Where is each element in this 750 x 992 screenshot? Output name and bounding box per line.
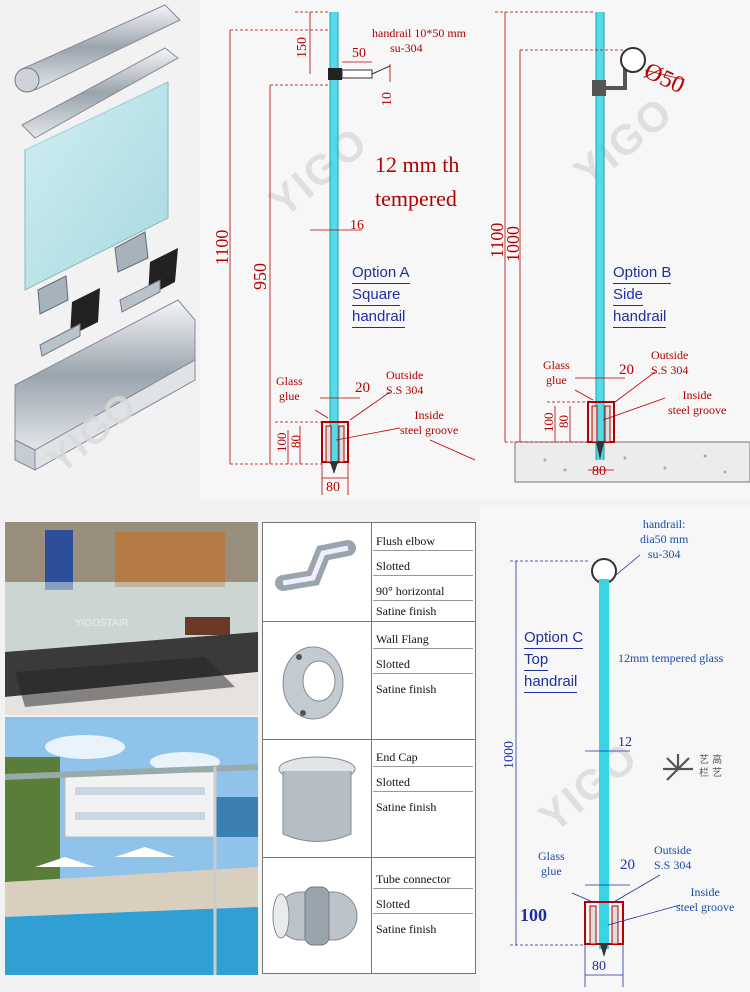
dim-glass-height: 950	[250, 263, 270, 290]
option-a-inside: Inside steel groove	[400, 408, 459, 437]
dim-glass-height: 1000	[503, 226, 523, 262]
base-shoe-channel	[14, 299, 196, 471]
dim-groove-gap: 20	[619, 362, 634, 378]
option-c-inside: Inside steel groove	[676, 885, 735, 914]
option-b-inside: Inside steel groove	[668, 388, 727, 417]
dim-base-height: 100	[520, 905, 547, 925]
fitting-line: Slotted	[373, 772, 473, 792]
option-a-glass-glue: Glass glue	[276, 374, 303, 403]
round-tube-rail	[14, 4, 181, 93]
option-a-glass-note: 12 mm th tempered	[375, 152, 460, 211]
fitting-line: Satine finish	[376, 922, 437, 936]
tube-connector-icon	[263, 857, 372, 973]
option-c-lines	[510, 554, 681, 987]
dim-glass-thickness: 12	[618, 735, 632, 750]
dim-glass-height: 1000	[502, 741, 517, 769]
option-b-lines	[495, 11, 750, 483]
exploded-components-illustration	[14, 4, 196, 471]
fitting-line: Slotted	[373, 556, 473, 576]
option-c-title: Option C Top handrail	[524, 627, 584, 693]
fitting-line: Flush elbow	[373, 531, 473, 551]
company-logo: 艺 高 栏 艺	[661, 752, 741, 792]
fitting-row: Wall Flang Slotted Satine finish	[263, 621, 475, 740]
option-c-glass-note: 12mm tempered glass	[618, 651, 724, 665]
dim-rail-height: 10	[380, 92, 395, 106]
flat-handrail	[21, 47, 179, 139]
dim-glass-thickness: 16	[350, 218, 364, 233]
pool-glass-railing-photo	[4, 717, 259, 975]
dim-base-height: 100	[541, 412, 556, 433]
glass-panel	[24, 80, 172, 291]
option-b-glass-glue: Glass glue	[543, 358, 570, 387]
option-c-glass-glue: Glass glue	[538, 849, 565, 878]
fitting-row: End Cap Slotted Satine finish	[263, 739, 475, 858]
option-c-handrail-note: handrail: dia50 mm su-304	[640, 517, 689, 561]
flush-elbow-icon	[263, 523, 372, 621]
option-b-title: Option B Side handrail	[613, 262, 672, 328]
fitting-line: Satine finish	[376, 682, 437, 696]
option-a-drawing: YIGO	[200, 0, 475, 500]
dim-inner-height: 80	[556, 415, 571, 428]
fitting-row: Tube connector Slotted Satine finish	[263, 857, 475, 973]
dim-rail-width: 50	[352, 46, 366, 61]
logo-text: 艺 高 栏 艺	[699, 755, 723, 779]
option-a-title: Option A Square handrail	[352, 262, 410, 328]
fitting-line: 90° horizontal	[373, 581, 473, 601]
fitting-line: Wall Flang	[373, 629, 473, 649]
fittings-table: Flush elbow Slotted 90° horizontal Satin…	[262, 522, 476, 974]
dim-inner-height: 80	[288, 435, 303, 448]
interior-stair-photo: YIGOSTAIR	[5, 522, 258, 715]
dim-total-height: 1100	[212, 229, 232, 265]
dim-top-gap: 150	[295, 37, 310, 58]
fitting-line: Slotted	[373, 654, 473, 674]
option-b-outside: Outside S.S 304	[651, 348, 689, 377]
fitting-line: Satine finish	[376, 800, 437, 814]
exploded-view-panel: YIGO	[0, 0, 200, 500]
end-cap-icon	[263, 739, 372, 857]
option-c-outside: Outside S.S 304	[654, 843, 692, 872]
dim-groove-gap: 20	[355, 380, 370, 396]
fitting-line: Satine finish	[376, 604, 437, 618]
fitting-line: Slotted	[373, 894, 473, 914]
dim-base-width: 80	[326, 480, 340, 495]
option-a-lines	[229, 11, 475, 495]
dim-groove-gap: 20	[620, 857, 635, 873]
dim-base-width: 80	[592, 464, 606, 479]
dim-base-width: 80	[592, 959, 606, 974]
wall-flange-icon	[263, 621, 372, 739]
fitting-row: Flush elbow Slotted 90° horizontal Satin…	[263, 523, 475, 622]
fitting-line: Tube connector	[373, 869, 473, 889]
fitting-line: End Cap	[373, 747, 473, 767]
glass-clips	[37, 231, 178, 357]
option-a-outside: Outside S.S 304	[386, 368, 424, 397]
option-c-drawing: YIGO handrail: dia50 mm su-304	[480, 505, 750, 992]
option-a-handrail-note: handrail 10*50 mm su-304	[372, 26, 466, 55]
option-b-drawing: YIGO	[475, 0, 750, 500]
photo-watermark: YIGOSTAIR	[75, 618, 129, 629]
